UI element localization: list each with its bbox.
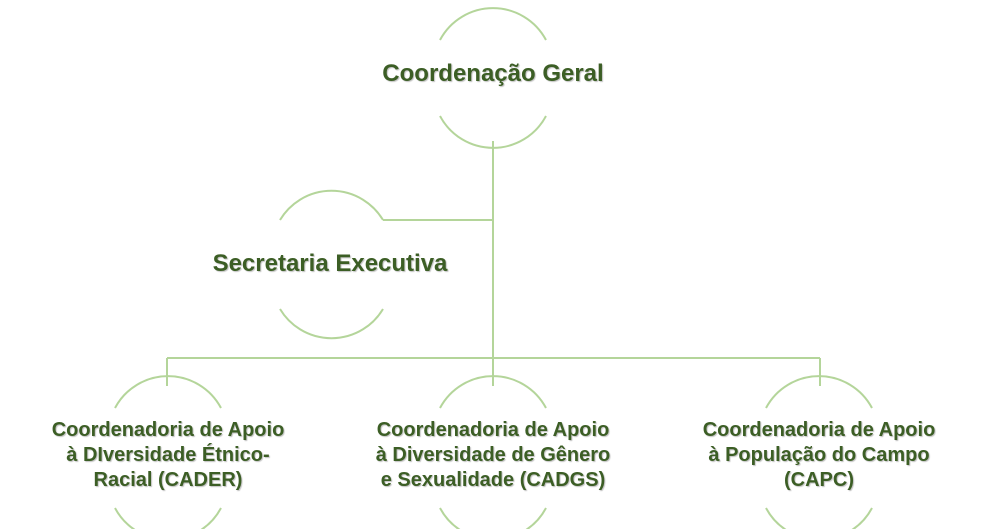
- node-cadgs-line-3: e Sexualidade (CADGS): [380, 468, 606, 491]
- node-cader-line-1: Coordenadoria de Apoio: [51, 418, 285, 441]
- secretaria-arc-bottom: [279, 308, 384, 340]
- node-cader-line-3: Racial (CADER): [93, 468, 243, 491]
- node-cadgs-line-2: à Diversidade de Gênero: [375, 443, 611, 466]
- cadgs-arc-bottom: [439, 507, 547, 529]
- node-secretaria-executiva: Secretaria Executiva: [180, 244, 480, 284]
- node-secretaria-executiva-label: Secretaria Executiva: [212, 250, 448, 277]
- node-cadgs: Coordenadoria de Apoio à Diversidade de …: [348, 410, 638, 500]
- node-capc-line-1: Coordenadoria de Apoio: [702, 418, 936, 441]
- capc-arc-bottom: [765, 507, 873, 529]
- cader-arc-bottom: [114, 507, 222, 529]
- node-capc-line-3: (CAPC): [783, 468, 854, 491]
- node-cader-line-2: à DIversidade Étnico-: [66, 443, 270, 466]
- node-cadgs-line-1: Coordenadoria de Apoio: [376, 418, 610, 441]
- node-coordenacao-geral: Coordenação Geral: [330, 54, 656, 94]
- secretaria-arc-top: [279, 189, 384, 221]
- geral-arc-top: [439, 7, 547, 41]
- node-cader: Coordenadoria de Apoio à DIversidade Étn…: [23, 410, 313, 500]
- node-capc-line-2: à População do Campo: [708, 443, 930, 466]
- node-coordenacao-geral-label: Coordenação Geral: [382, 60, 604, 87]
- node-capc: Coordenadoria de Apoio à População do Ca…: [674, 410, 964, 500]
